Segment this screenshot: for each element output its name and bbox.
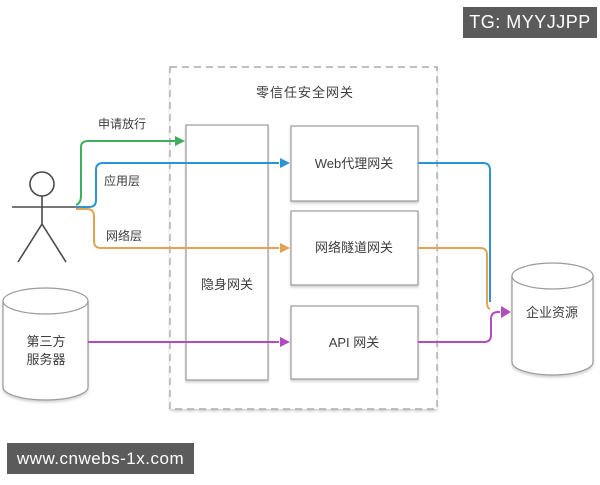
edge-web-proxy-to-resources [418,162,491,302]
cylinder-body [2,301,89,401]
figure-right-leg [41,223,67,263]
stealth-gateway-label: 隐身网关 [201,277,253,292]
edge-application-layer [76,162,279,208]
cylinder-body [511,276,594,376]
edge-tunnel-to-resources [418,247,491,310]
arrowhead-apply-release [175,136,185,146]
web-proxy-gateway-label: Web代理网关 [315,156,394,171]
watermark-text: www.cnwebs-1x.com [16,448,185,468]
arrowhead-to-resources [501,306,511,318]
tg-badge: TG: MYYJJPP [463,7,597,38]
api-gateway-node [290,305,419,380]
tg-badge-text: TG: MYYJJPP [469,12,591,32]
figure-left-leg [17,223,43,263]
cylinder-top [2,287,89,315]
enterprise-resources-cylinder [511,262,594,376]
application-layer-label: 应用层 [104,173,140,188]
arrowhead-application-layer [280,158,290,168]
edge-apply-release [75,140,175,206]
third-party-server-label-line2: 服务器 [26,352,65,367]
network-tunnel-gateway-label: 网络隧道网关 [315,240,393,255]
network-layer-label: 网络层 [106,228,142,243]
watermark-bar: www.cnwebs-1x.com [7,443,194,474]
network-tunnel-gateway-node [290,210,419,286]
edge-network-layer [76,208,279,249]
third-party-server-label-line1: 第三方 [26,334,65,349]
api-gateway-label: API 网关 [329,335,380,350]
apply-release-label: 申请放行 [98,116,146,131]
arrowhead-third-party-to-api [280,337,290,347]
web-proxy-gateway-node [290,125,419,202]
arrowhead-network-layer [280,243,290,253]
user-figure [12,171,76,263]
cylinder-top [511,262,594,290]
third-party-server-cylinder [2,287,89,401]
enterprise-resources-label: 企业资源 [526,305,578,320]
figure-head [29,171,55,197]
edge-api-to-resources [418,311,500,343]
stealth-gateway-node [185,124,269,381]
boundary-title: 零信任安全网关 [256,85,354,100]
